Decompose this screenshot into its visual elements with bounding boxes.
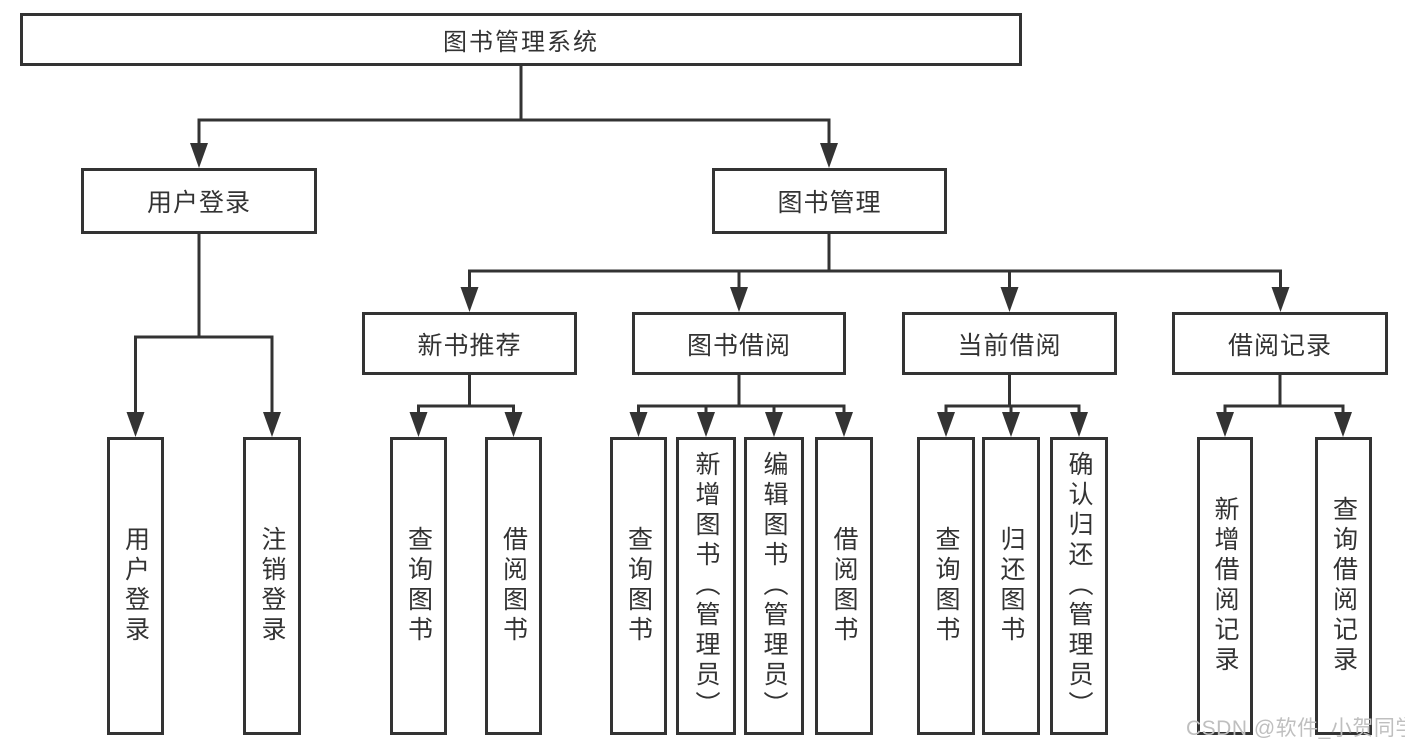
node-current-borrowing: 当前借阅 — [902, 312, 1117, 375]
node-leaf-query-borrow-record: 查询借阅记录 — [1315, 437, 1372, 735]
connector-root-to-level2 — [190, 66, 838, 168]
node-leaf-confirm-return-admin: 确认归还（管理员） — [1050, 437, 1108, 735]
arrow-down-icon — [765, 412, 783, 437]
node-library-management-system: 图书管理系统 — [20, 13, 1022, 66]
arrow-down-icon — [504, 412, 523, 437]
arrow-down-icon — [1216, 412, 1234, 437]
node-leaf-return-books: 归还图书 — [982, 437, 1040, 735]
arrow-down-icon — [937, 412, 955, 437]
csdn-watermark: CSDN @软件_小贺同学 — [1186, 717, 1405, 740]
arrow-down-icon — [1334, 412, 1352, 437]
node-book-borrowing: 图书借阅 — [632, 312, 846, 375]
arrow-down-icon — [1271, 287, 1290, 312]
connector-borrowing-records-to-leaves — [1216, 375, 1352, 437]
node-borrowing-records: 借阅记录 — [1172, 312, 1388, 375]
node-user-login: 用户登录 — [81, 168, 317, 234]
node-book-management: 图书管理 — [712, 168, 947, 234]
connector-user-login-to-leaves — [126, 234, 281, 437]
node-leaf-query-books-borrowing: 查询图书 — [610, 437, 667, 735]
node-new-book-recommendation: 新书推荐 — [362, 312, 577, 375]
connector-book-management-to-level3 — [460, 234, 1290, 312]
node-leaf-user-login: 用户登录 — [107, 437, 164, 735]
arrow-down-icon — [697, 412, 715, 437]
node-leaf-query-books-recommend: 查询图书 — [390, 437, 447, 735]
node-leaf-logout: 注销登录 — [243, 437, 301, 735]
arrow-down-icon — [629, 412, 648, 437]
arrow-down-icon — [820, 143, 838, 168]
arrow-down-icon — [730, 287, 748, 312]
node-leaf-borrow-books-recommend: 借阅图书 — [485, 437, 542, 735]
node-leaf-borrow-books-borrowing: 借阅图书 — [815, 437, 873, 735]
arrow-down-icon — [409, 412, 428, 437]
connector-current-borrowing-to-leaves — [937, 375, 1088, 437]
arrow-down-icon — [126, 412, 145, 437]
arrow-down-icon — [460, 287, 479, 312]
arrow-down-icon — [1000, 287, 1019, 312]
connector-new-book-rec-to-leaves — [409, 375, 523, 437]
arrow-down-icon — [1002, 412, 1020, 437]
arrow-down-icon — [1070, 412, 1088, 437]
arrow-down-icon — [835, 412, 853, 437]
arrow-down-icon — [263, 412, 281, 437]
node-leaf-edit-books-admin: 编辑图书（管理员） — [744, 437, 804, 735]
node-leaf-add-books-admin: 新增图书（管理员） — [676, 437, 736, 735]
arrow-down-icon — [190, 143, 208, 168]
node-leaf-add-borrow-record: 新增借阅记录 — [1197, 437, 1253, 735]
node-leaf-query-books-current: 查询图书 — [917, 437, 975, 735]
connector-book-borrowing-to-leaves — [629, 375, 853, 437]
